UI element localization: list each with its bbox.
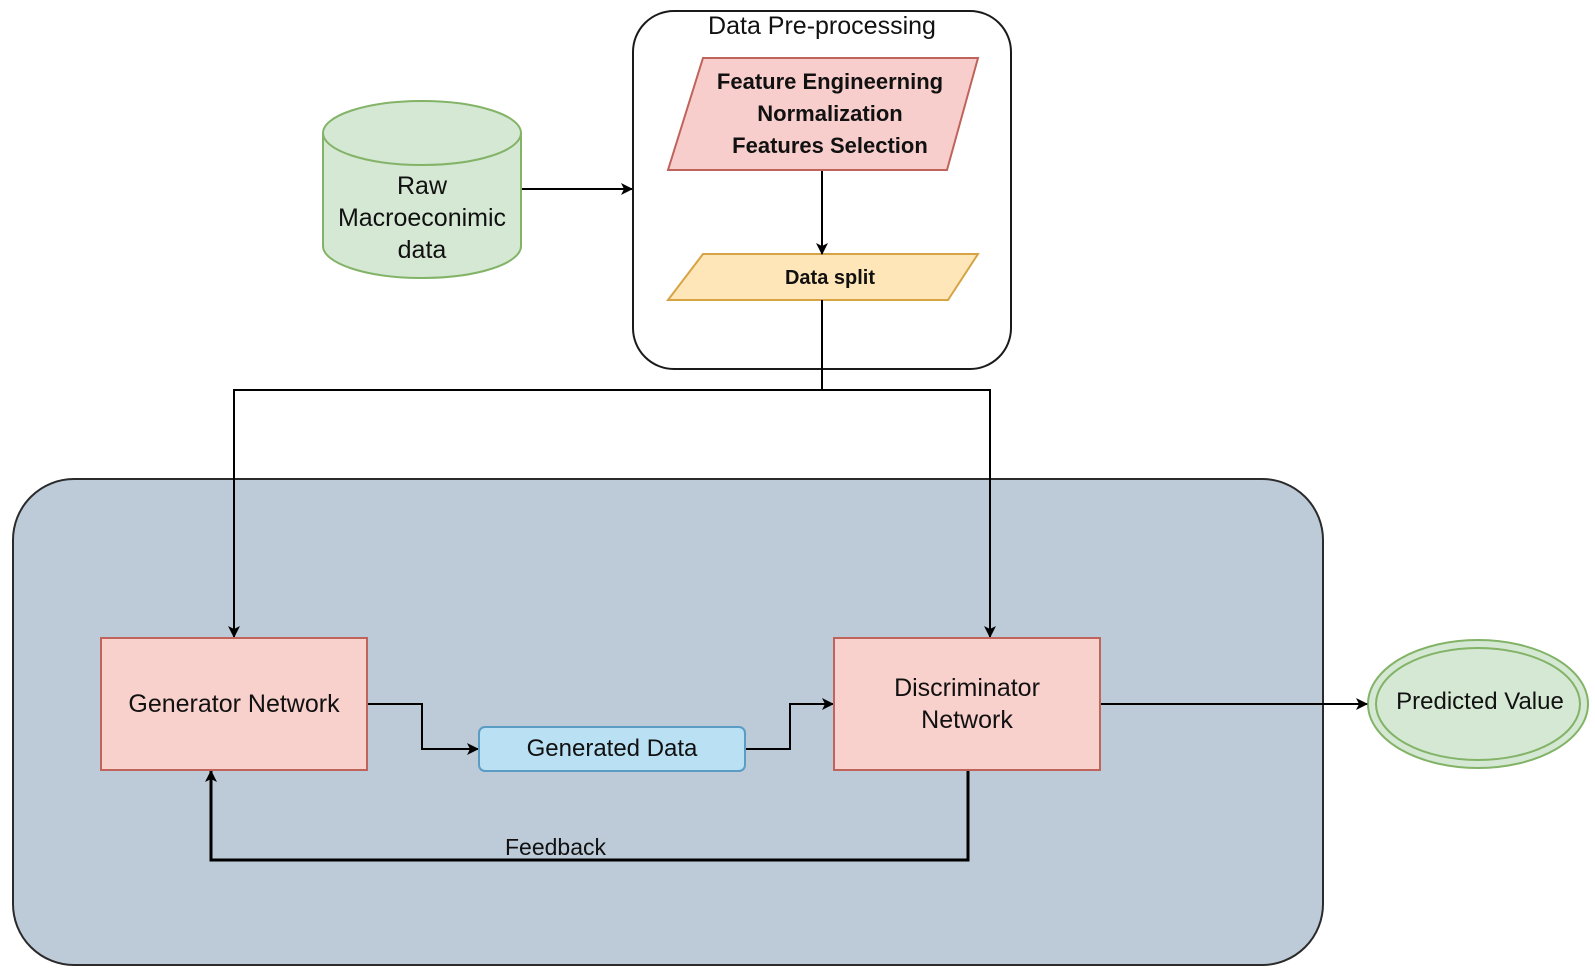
arrow-split-to-generator <box>228 389 822 638</box>
raw-data-line-3: data <box>397 236 447 264</box>
raw-data-line-1: Raw <box>396 172 447 200</box>
arrow-split-to-discriminator <box>822 389 996 638</box>
preprocessing-steps-label: Feature Engineerning Normalization Featu… <box>680 66 980 162</box>
generated-data-box: Generated Data <box>478 726 746 772</box>
step-normalization: Normalization <box>757 101 903 126</box>
predicted-value-label: Predicted Value <box>1396 688 1564 715</box>
preprocessing-steps-shape <box>666 57 980 171</box>
feedback-label: Feedback <box>505 834 607 860</box>
arrow-generated-to-discriminator <box>746 698 834 750</box>
step-features-selection: Features Selection <box>732 133 928 158</box>
discriminator-network-box: Discriminator Network <box>833 637 1101 771</box>
arrow-generator-to-generated <box>368 703 479 755</box>
discriminator-network-label: Discriminator Network <box>894 672 1040 736</box>
generated-data-label: Generated Data <box>526 735 698 762</box>
data-split-label: Data split <box>784 267 876 289</box>
raw-data-line-2: Macroeconimic <box>337 204 507 232</box>
predicted-value-ellipse <box>1367 639 1589 769</box>
step-feature-engineering: Feature Engineerning <box>716 69 944 94</box>
discriminator-line-2: Network <box>921 706 1013 734</box>
generator-network-box: Generator Network <box>100 637 368 771</box>
raw-data-cylinder <box>322 100 522 279</box>
data-split-shape <box>665 253 980 301</box>
discriminator-line-1: Discriminator <box>894 674 1040 702</box>
generator-network-label: Generator Network <box>128 690 340 718</box>
arrow-feedback <box>205 770 970 862</box>
preprocessing-title: Data Pre-processing <box>708 12 936 40</box>
raw-data-label: Raw Macroeconimic data <box>322 170 522 266</box>
